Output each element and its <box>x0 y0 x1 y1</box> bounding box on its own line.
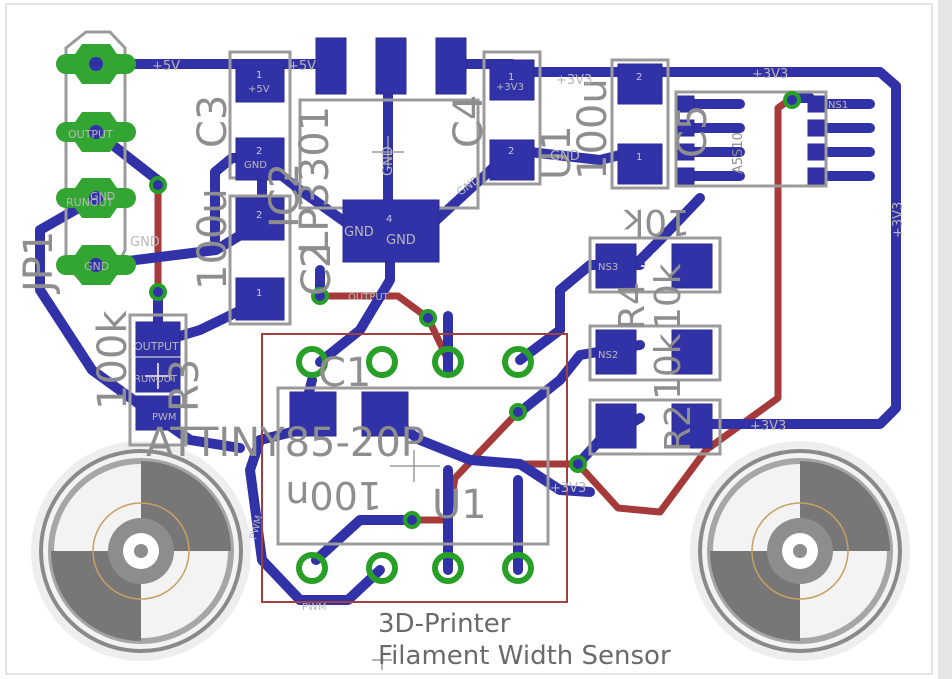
smd-pads <box>135 37 825 449</box>
label-u1: U1 <box>432 482 487 528</box>
net-label: GND <box>244 160 267 171</box>
label-jp1: JP1 <box>16 231 62 295</box>
net-label: NS2 <box>598 350 618 361</box>
pad-number: 2 <box>256 146 262 157</box>
net-label: +5V <box>288 59 316 74</box>
label-r2: R2 <box>658 404 699 452</box>
label-r4: R4 <box>612 282 653 330</box>
pad-number: 2 <box>256 210 262 221</box>
net-label: +5V <box>248 84 270 95</box>
net-label: RUNOUT <box>134 374 178 385</box>
net-label: NS1 <box>828 100 848 111</box>
net-label: GND <box>130 235 160 250</box>
board-title-line2: Filament Width Sensor <box>378 641 671 671</box>
jp1-pad-2 <box>56 112 136 152</box>
label-ic2: IC2 <box>262 163 308 228</box>
net-label: PWM <box>302 602 327 613</box>
jp1-pad-3 <box>56 178 136 218</box>
net-label: +5V <box>152 59 180 74</box>
jp1-pad-1 <box>56 44 136 84</box>
label-c1: C1 <box>318 350 371 396</box>
label-r1: 10k <box>623 201 690 242</box>
net-label: GND <box>344 225 374 240</box>
label-c5: C5 <box>670 105 716 158</box>
pad-number: 1 <box>256 70 262 81</box>
pad-number: 2 <box>636 72 642 83</box>
pad-number: 2 <box>508 146 514 157</box>
component-centers <box>145 105 667 439</box>
net-label: OUTPUT <box>348 292 390 303</box>
silkscreen <box>64 30 828 546</box>
pad-number: 4 <box>386 214 392 225</box>
label-sensor: A5S10 <box>731 132 746 174</box>
net-label: +3V3 <box>891 202 906 238</box>
label-u1-name: U1 <box>534 125 580 180</box>
net-label: +3V3 <box>550 481 586 496</box>
mounting-hole-right <box>690 441 910 661</box>
net-label: +3V3 <box>496 82 524 93</box>
net-label: OUTPUT <box>134 340 179 353</box>
net-label: GND <box>550 149 580 164</box>
label-c4: C4 <box>446 95 492 148</box>
net-label: RUNOUT <box>66 196 114 209</box>
net-label: GND <box>386 233 416 248</box>
vias <box>149 91 801 529</box>
net-label: PWM <box>152 412 177 423</box>
label-c1-value: 100n <box>285 473 382 517</box>
label-r3-value: 100k <box>90 310 136 410</box>
label-ic2-value: LP3301 <box>292 106 338 254</box>
tht-pads <box>296 346 534 584</box>
net-label: NS3 <box>598 262 618 273</box>
pad-number: 1 <box>508 72 514 83</box>
label-r3: R3 <box>162 359 208 412</box>
net-label: OUTPUT <box>68 128 113 141</box>
board-title-line1: 3D-Printer <box>378 609 511 639</box>
net-label: GND <box>90 190 115 203</box>
label-c3-value: 100u <box>190 188 236 290</box>
label-c3: C3 <box>190 95 236 148</box>
silk-crosshairs <box>372 136 440 670</box>
net-label: GND <box>84 260 109 273</box>
label-r4-value: 10k <box>648 263 689 330</box>
net-label: GND <box>381 146 396 176</box>
label-c2: C2 <box>294 243 340 296</box>
ic-keepout-outline <box>261 333 568 603</box>
board-border <box>5 3 933 675</box>
label-r2-value: 10k <box>648 333 689 400</box>
net-label: +3V3 <box>750 419 786 434</box>
jp1-connector[interactable] <box>56 44 136 285</box>
net-label: +3V3 <box>556 73 592 88</box>
net-label: +3V3 <box>752 67 788 82</box>
mounting-hole-left <box>31 441 251 661</box>
label-u1-part: ATTINY85-20P <box>146 420 425 466</box>
label-c4-value: 100u <box>570 78 616 180</box>
jp1-pad-4 <box>56 245 136 285</box>
pad-number: 1 <box>636 152 642 163</box>
pad-number: 1 <box>256 288 262 299</box>
scrollbar-track[interactable] <box>938 0 952 679</box>
